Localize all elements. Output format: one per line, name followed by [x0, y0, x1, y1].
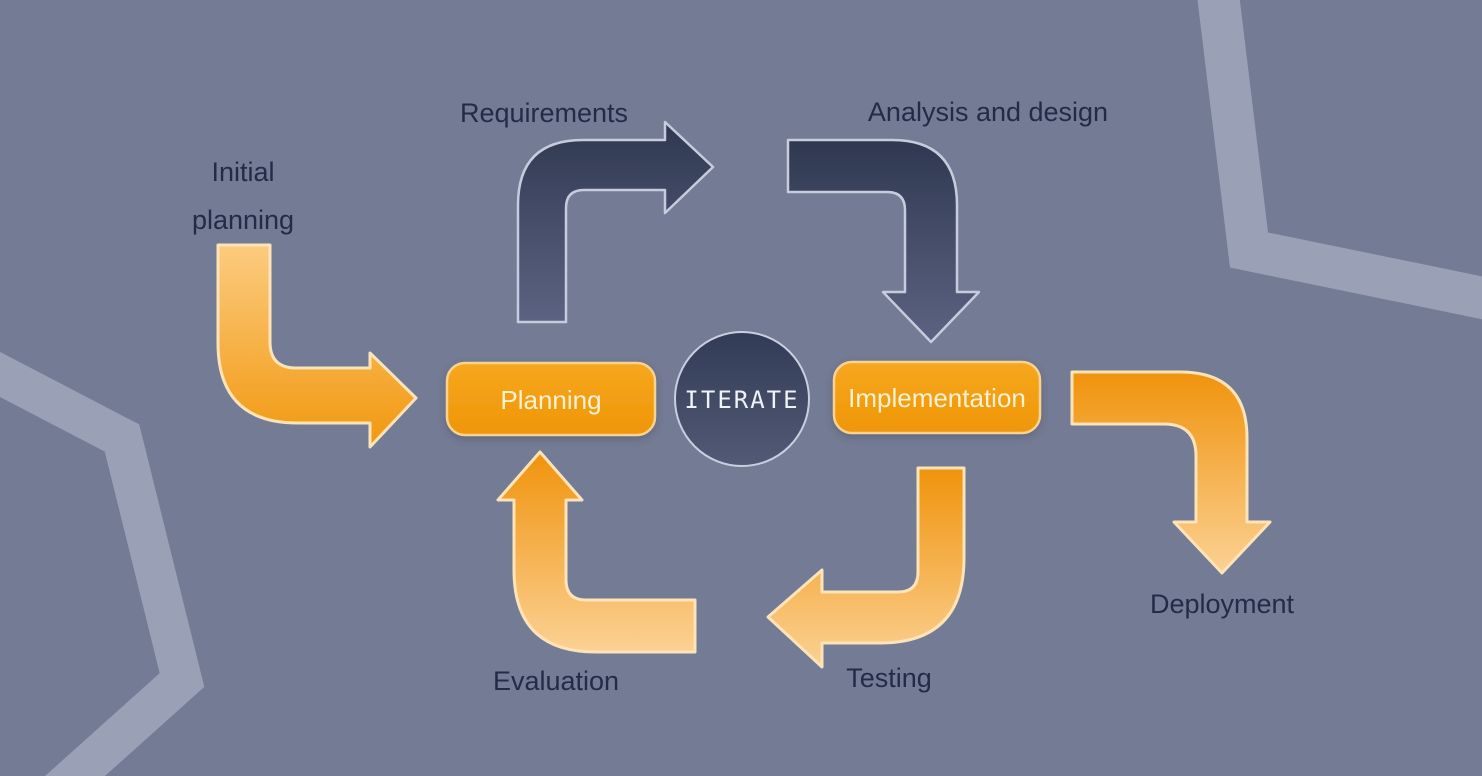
requirements-arrow [516, 120, 715, 324]
iterate-circle [674, 331, 810, 467]
initial-planning-arrow [216, 243, 418, 449]
testing-arrow [766, 466, 966, 669]
planning-node-box [445, 361, 657, 437]
hexagon-outline-left [0, 351, 205, 776]
implementation-node-label: Implementation [848, 383, 1026, 413]
initial-planning-label-line2: planning [192, 205, 294, 235]
iterate-label: ITERATE [684, 386, 799, 414]
evaluation-arrow [496, 450, 697, 654]
analysis-design-label: Analysis and design [868, 97, 1108, 127]
analysis-design-arrow [786, 138, 981, 344]
testing-label: Testing [846, 663, 932, 693]
iterate-node: ITERATE [674, 331, 810, 467]
hexagon-outline-right [1197, 0, 1482, 320]
requirements-label: Requirements [460, 98, 628, 128]
deployment-label: Deployment [1150, 589, 1295, 619]
deployment-arrow [1070, 370, 1272, 575]
initial-planning-label-line1: Initial [211, 157, 274, 187]
planning-node-label: Planning [500, 385, 601, 415]
implementation-node: Implementation [832, 360, 1042, 435]
implementation-node-box [832, 360, 1042, 435]
evaluation-label: Evaluation [493, 666, 619, 696]
planning-node: Planning [445, 361, 657, 437]
